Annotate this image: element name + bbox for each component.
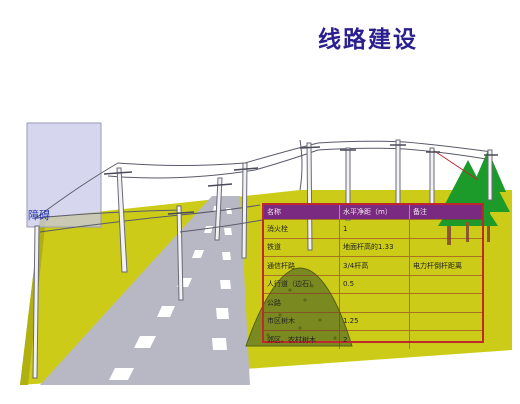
power-wires: [35, 139, 493, 233]
table-cell: [410, 313, 482, 331]
table-cell: [340, 294, 410, 312]
cross-arms: [103, 144, 498, 215]
road: [40, 196, 250, 385]
table-cell: 电力杆倒杆距离: [413, 261, 462, 270]
table-cell: 0.5: [340, 275, 410, 293]
table-cell: 2: [340, 331, 410, 349]
page-title: 线路建设: [318, 27, 418, 53]
table-row: 通信杆路 3/4杆高 电力杆倒杆距离: [264, 256, 482, 275]
clearance-line: [429, 147, 479, 181]
table-cell: 人行道（边石）: [264, 275, 340, 293]
table-cell: 地面杆高的1.33: [340, 238, 410, 256]
table-row: 人行道（边石） 0.5: [264, 274, 482, 294]
table-cell: 3/4杆高: [340, 257, 410, 275]
table-cell: 1.25: [340, 312, 410, 330]
table-cell: [410, 331, 482, 349]
crossing-wire: [179, 219, 263, 233]
header-cell-distance: 水平净距（m）: [340, 205, 410, 219]
table-row: 铁道 地面杆高的1.33: [264, 237, 482, 257]
table-cell: 郊区、农村树木: [264, 331, 340, 349]
table-cell: 1: [340, 220, 410, 238]
clearance-table: 名称 水平净距（m） 备注 消火栓 1 铁道 地面杆高的1.33 通信杆路 3/…: [262, 203, 484, 349]
table-header: 名称 水平净距（m） 备注: [264, 205, 482, 219]
ground-edge: [20, 218, 46, 385]
lane-markings-right: [212, 208, 232, 350]
table-row: 公路: [264, 293, 482, 312]
table-cell: [410, 239, 482, 257]
table-cell: [410, 294, 482, 312]
table-cell: 通信杆路: [264, 257, 340, 275]
obstacle-building: [26, 122, 102, 228]
table-cell: [410, 276, 482, 294]
header-cell-remark: 备注: [413, 208, 427, 216]
table-cell: 消火栓: [264, 220, 340, 238]
table-row: 市区树木 1.25: [264, 311, 482, 331]
table-cell: 铁道: [264, 238, 340, 256]
table-row: 消火栓 1: [264, 219, 482, 238]
table-row: 郊区、农村树木 2: [264, 330, 482, 349]
table-cell: [410, 220, 482, 238]
table-cell: 市区树木: [264, 312, 340, 330]
mound-texture: [266, 284, 337, 340]
table-cell: 公路: [264, 294, 340, 312]
header-cell-name: 名称: [264, 205, 340, 219]
obstacle-label: 障碍: [28, 209, 50, 222]
